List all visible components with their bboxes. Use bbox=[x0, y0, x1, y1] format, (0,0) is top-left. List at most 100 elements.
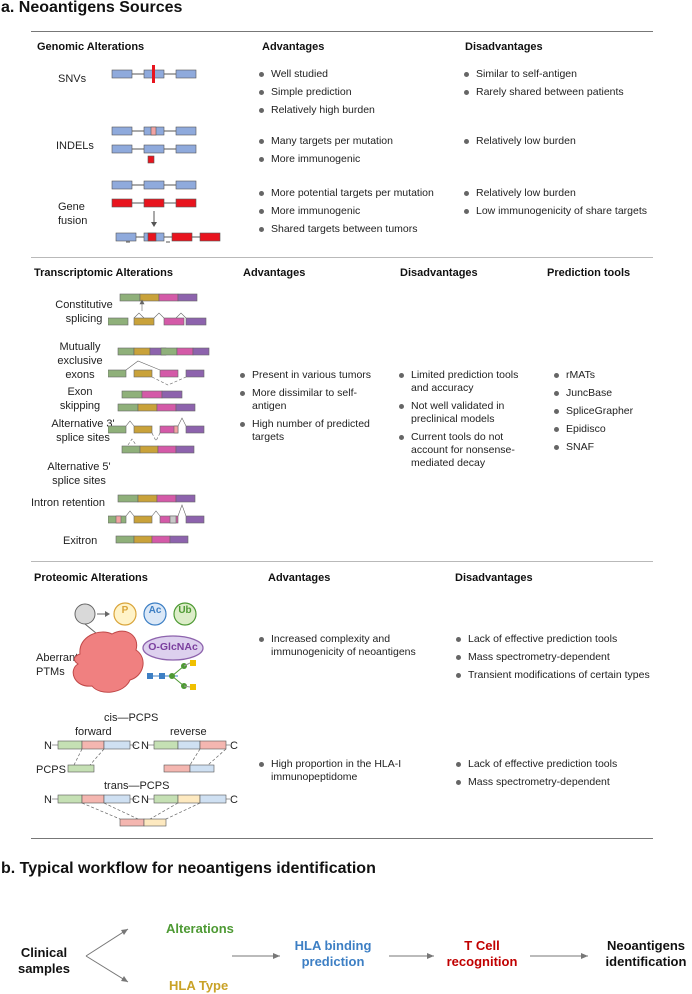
list-item: Low immunogenicity of share targets bbox=[463, 205, 663, 218]
genomic-diagrams bbox=[111, 65, 221, 243]
transcriptomic-dis-header: Disadvantages bbox=[400, 267, 478, 279]
alt5-label-2: splice sites bbox=[52, 475, 106, 487]
alt3-label-2: splice sites bbox=[56, 432, 110, 444]
ubiquitin-label: Ub bbox=[178, 605, 192, 616]
cis-pcps-label: cis—PCPS bbox=[104, 712, 159, 724]
list-item: JuncBase bbox=[553, 387, 663, 400]
list-item: High number of predicted targets bbox=[239, 418, 379, 444]
list-item: Increased complexity and immunogenicity … bbox=[258, 633, 438, 659]
snv-advantages: Well studied Simple prediction Relativel… bbox=[258, 68, 458, 122]
intron-label: Intron retention bbox=[31, 497, 105, 509]
prediction-tools-list: rMATs JuncBase SpliceGrapher Epidisco SN… bbox=[553, 369, 663, 459]
ptm-label-2: PTMs bbox=[36, 666, 65, 678]
ptm-advantages: Increased complexity and immunogenicity … bbox=[258, 633, 438, 664]
mutex-label-3: exons bbox=[65, 369, 95, 381]
top-divider bbox=[31, 31, 653, 32]
list-item: SNAF bbox=[553, 441, 663, 454]
hla-binding-2: prediction bbox=[301, 954, 365, 969]
mutex-label-2: exclusive bbox=[57, 355, 103, 367]
genomic-dis-header: Disadvantages bbox=[465, 41, 543, 53]
transcriptomic-adv-header: Advantages bbox=[243, 267, 306, 279]
hla-type-label: HLA Type bbox=[169, 978, 229, 993]
trans-pcps-label: trans—PCPS bbox=[104, 780, 170, 792]
proteomic-dis-header: Disadvantages bbox=[455, 572, 533, 584]
tcell-2: recognition bbox=[446, 954, 518, 969]
skip-label-1: Exon bbox=[67, 386, 93, 398]
n-terminus-label: N bbox=[44, 740, 52, 752]
arrow-icon bbox=[85, 928, 129, 957]
phospho-icon bbox=[113, 602, 137, 626]
constitutive-label-1: Constitutive bbox=[55, 299, 113, 311]
c-terminus-label: C bbox=[132, 740, 140, 752]
panel-b-title: b. Typical workflow for neoantigens iden… bbox=[1, 860, 376, 877]
list-item: rMATs bbox=[553, 369, 663, 382]
o-glcnac-icon bbox=[142, 635, 204, 661]
acetyl-icon bbox=[143, 602, 167, 626]
transcriptomic-tools-header: Prediction tools bbox=[547, 267, 631, 279]
ptm-disadvantages: Lack of effective prediction tools Mass … bbox=[455, 633, 665, 687]
c-terminus-label: C bbox=[230, 740, 238, 752]
o-glcnac-label: O-GlcNAc bbox=[148, 641, 198, 653]
list-item: Transient modifications of certain types bbox=[455, 669, 665, 682]
forward-label: forward bbox=[75, 726, 112, 738]
glycan-icon bbox=[147, 660, 196, 690]
snv-label: SNVs bbox=[58, 73, 87, 85]
pcps-disadvantages: Lack of effective prediction tools Mass … bbox=[455, 758, 665, 794]
list-item: Shared targets between tumors bbox=[258, 223, 458, 236]
clinical-samples-2: samples bbox=[17, 961, 71, 976]
genomic-adv-header: Advantages bbox=[262, 41, 325, 53]
ptm-label-1: Aberrant bbox=[36, 652, 79, 664]
pcps-advantages: High proportion in the HLA-I immunopepti… bbox=[258, 758, 438, 789]
panel-a-title: a. Neoantigens Sources bbox=[1, 0, 183, 16]
list-item: More immunogenic bbox=[258, 205, 458, 218]
neoantigens-2: identification bbox=[605, 954, 687, 969]
fusion-label-1: Gene bbox=[58, 201, 85, 213]
transcriptomic-disadvantages: Limited prediction tools and accuracy No… bbox=[398, 369, 526, 475]
list-item: More dissimilar to self-antigen bbox=[239, 387, 379, 413]
list-item: More potential targets per mutation bbox=[258, 187, 458, 200]
list-item: Relatively high burden bbox=[258, 104, 458, 117]
list-item: Current tools do not account for nonsens… bbox=[398, 431, 526, 470]
ptm-illustration bbox=[72, 602, 204, 693]
list-item: High proportion in the HLA-I immunopepti… bbox=[258, 758, 438, 784]
list-item: Lack of effective prediction tools bbox=[455, 758, 665, 771]
list-item: Simple prediction bbox=[258, 86, 458, 99]
splicing-diagrams bbox=[108, 293, 210, 544]
phospho-label: P bbox=[121, 605, 129, 616]
list-item: Many targets per mutation bbox=[258, 135, 458, 148]
list-item: Mass spectrometry-dependent bbox=[455, 776, 665, 789]
list-item: Limited prediction tools and accuracy bbox=[398, 369, 526, 395]
hla-binding-1: HLA binding bbox=[294, 938, 372, 953]
transcriptomic-divider bbox=[31, 561, 653, 562]
arrow-icon bbox=[85, 955, 129, 983]
snv-disadvantages: Similar to self-antigen Rarely shared be… bbox=[463, 68, 663, 104]
list-item: Well studied bbox=[258, 68, 458, 81]
pcps-label: PCPS bbox=[36, 764, 66, 776]
tcell-1: T Cell bbox=[464, 938, 500, 953]
list-item: Relatively low burden bbox=[463, 187, 663, 200]
n-terminus-label: N bbox=[141, 794, 149, 806]
mutex-label-1: Mutually bbox=[59, 341, 101, 353]
proteomic-header: Proteomic Alterations bbox=[34, 572, 148, 584]
protein-blob-icon bbox=[72, 630, 144, 693]
list-item: Lack of effective prediction tools bbox=[455, 633, 665, 646]
protein-node-icon bbox=[74, 603, 96, 625]
c-terminus-label: C bbox=[230, 794, 238, 806]
indel-disadvantages: Relatively low burden bbox=[463, 135, 663, 153]
proteomic-adv-header: Advantages bbox=[268, 572, 331, 584]
c-terminus-label: C bbox=[132, 794, 140, 806]
fusion-label-2: fusion bbox=[58, 215, 88, 227]
list-item: More immunogenic bbox=[258, 153, 458, 166]
clinical-samples-1: Clinical bbox=[20, 945, 68, 960]
list-item: Similar to self-antigen bbox=[463, 68, 663, 81]
list-item: Rarely shared between patients bbox=[463, 86, 663, 99]
list-item: Mass spectrometry-dependent bbox=[455, 651, 665, 664]
transcriptomic-header: Transcriptomic Alterations bbox=[34, 267, 173, 279]
ubiquitin-icon bbox=[173, 602, 197, 626]
list-item: Not well validated in preclinical models bbox=[398, 400, 526, 426]
bottom-divider bbox=[31, 838, 653, 839]
snv-mutation-mark bbox=[152, 65, 155, 83]
list-item: Epidisco bbox=[553, 423, 663, 436]
skip-label-2: skipping bbox=[59, 400, 101, 412]
pcps-diagram bbox=[52, 740, 230, 827]
